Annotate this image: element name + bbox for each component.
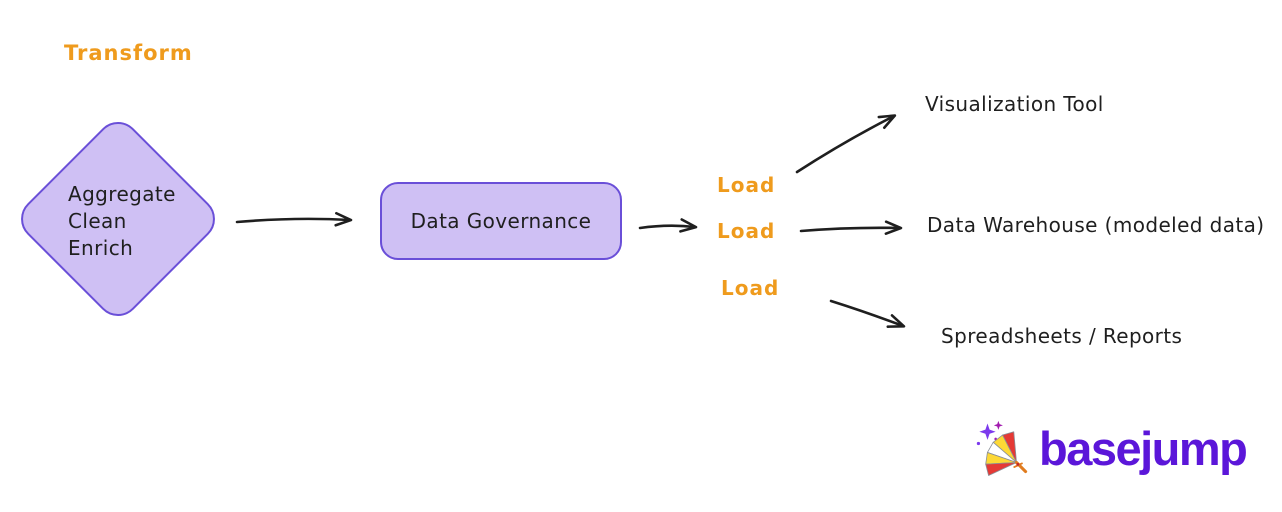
diamond-line-aggregate: Aggregate bbox=[68, 182, 176, 206]
arrow-governance-to-load bbox=[638, 218, 698, 233]
destination-data-warehouse: Data Warehouse (modeled data) bbox=[927, 213, 1265, 237]
basejump-logo-text: basejump bbox=[1039, 421, 1248, 475]
arrow-diamond-to-governance bbox=[235, 211, 353, 227]
arrow-load-to-warehouse bbox=[799, 220, 903, 236]
arrow-load-to-spreadsheets bbox=[829, 299, 906, 328]
arrow-load-to-visualization bbox=[795, 114, 897, 174]
load-label-1: Load bbox=[717, 173, 776, 197]
basejump-logo: basejump bbox=[973, 418, 1248, 478]
transform-stage-label: Transform bbox=[64, 41, 193, 65]
transform-diamond-text: Aggregate Clean Enrich bbox=[68, 181, 176, 262]
diamond-line-enrich: Enrich bbox=[68, 236, 134, 260]
load-label-3: Load bbox=[721, 276, 780, 300]
fan-with-sparkles-icon bbox=[976, 420, 1028, 476]
diamond-line-clean: Clean bbox=[68, 209, 127, 233]
destination-spreadsheets-reports: Spreadsheets / Reports bbox=[941, 324, 1183, 348]
load-label-2: Load bbox=[717, 219, 776, 243]
data-governance-label: Data Governance bbox=[410, 209, 592, 233]
data-governance-node: Data Governance bbox=[380, 182, 622, 260]
destination-visualization-tool: Visualization Tool bbox=[925, 92, 1104, 116]
